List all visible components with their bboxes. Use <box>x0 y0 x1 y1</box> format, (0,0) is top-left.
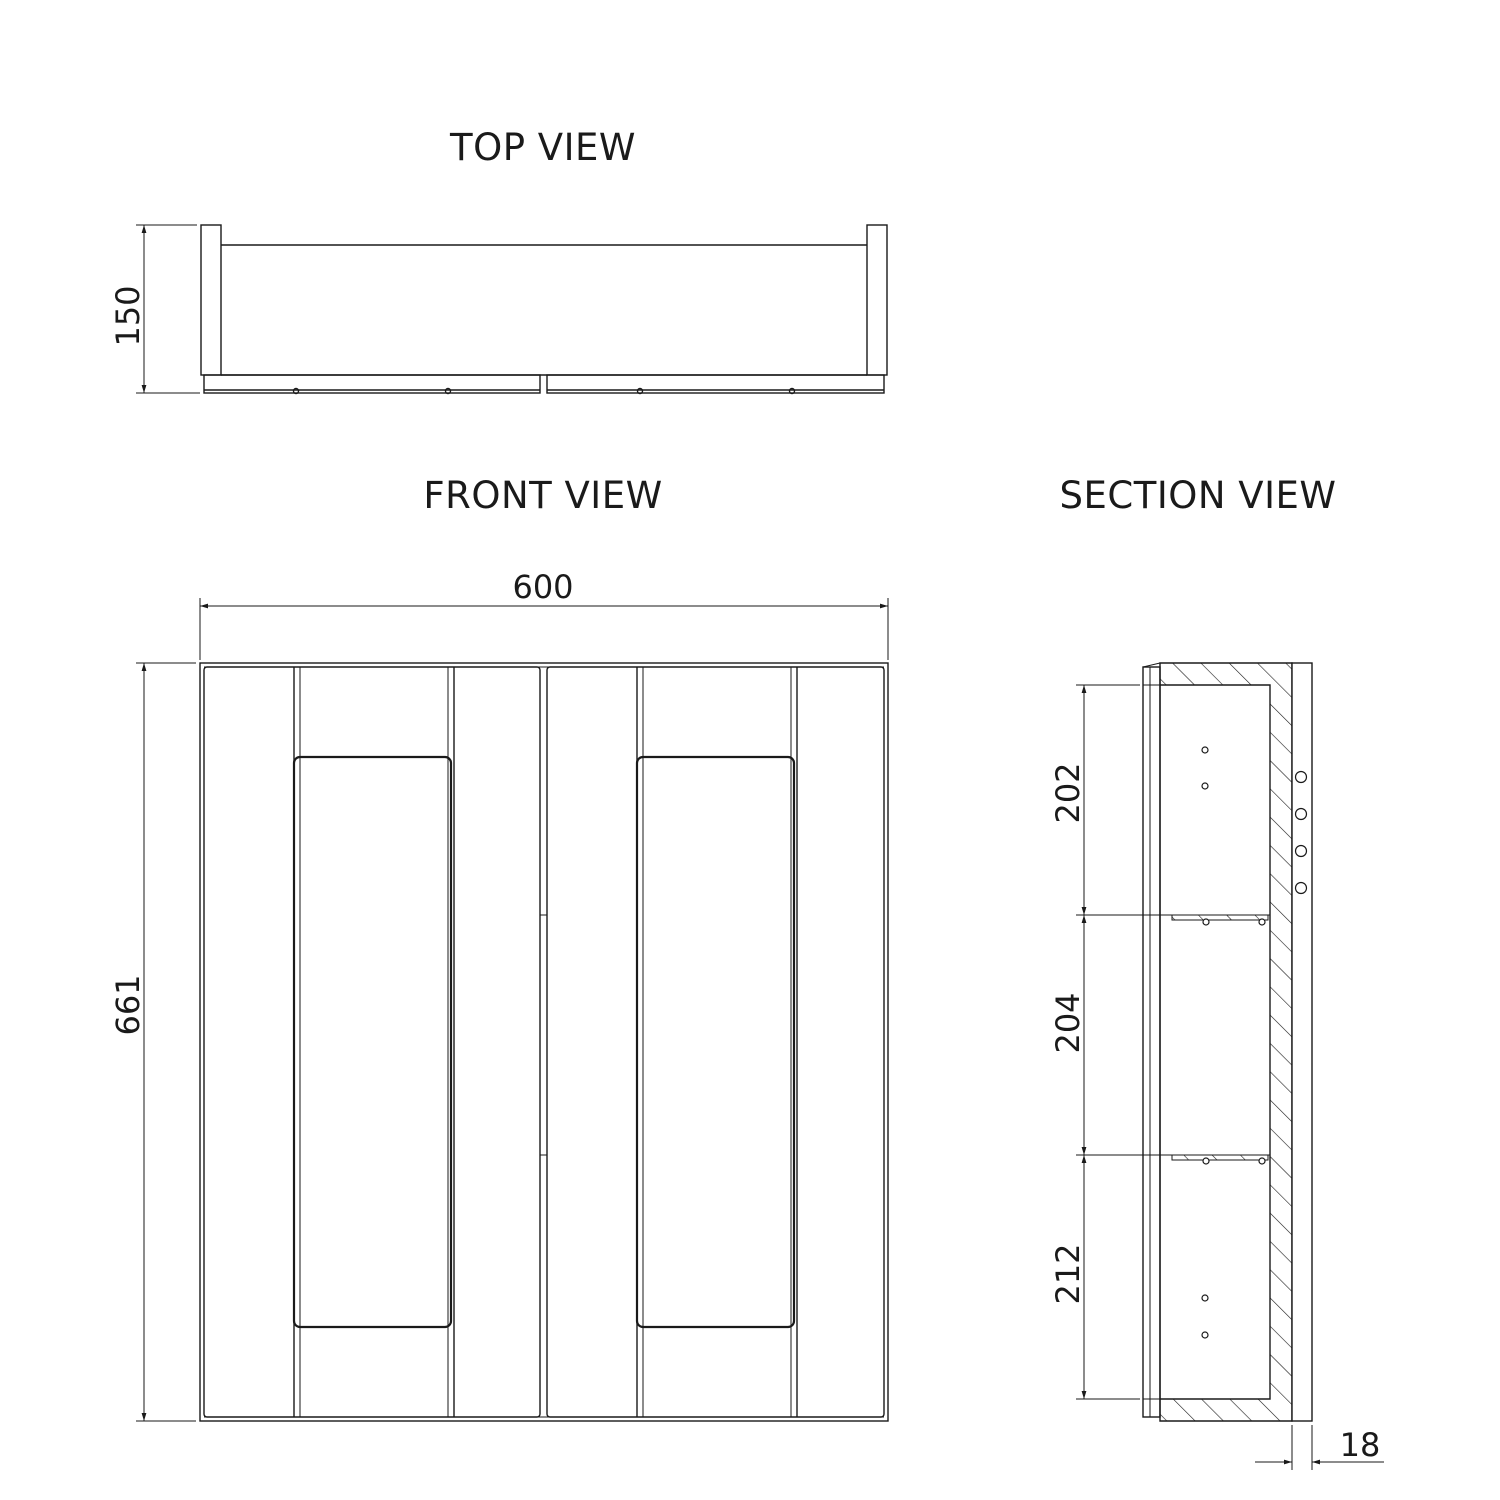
section-upper-label: 202 <box>1049 762 1087 823</box>
top-view-right-door <box>546 374 885 394</box>
top-view-title: TOP VIEW <box>449 126 636 169</box>
top-depth-dimension <box>136 224 200 394</box>
section-lower-label: 212 <box>1049 1243 1087 1304</box>
right-door-glass-panel <box>635 755 796 1329</box>
left-door-glass-panel <box>292 755 453 1329</box>
front-view-title: FRONT VIEW <box>423 474 662 517</box>
front-width-dimension <box>199 598 889 660</box>
front-view-carcass <box>199 662 889 1422</box>
left-door <box>203 666 541 1418</box>
section-view <box>1142 662 1313 1422</box>
section-shelves <box>1160 914 1270 1161</box>
top-view-right-side-panel <box>866 224 888 376</box>
section-middle-label: 204 <box>1049 992 1087 1053</box>
front-height-dimension <box>136 662 196 1422</box>
section-door-profile <box>1142 666 1161 1418</box>
front-width-label: 600 <box>512 568 573 606</box>
top-view <box>200 224 888 395</box>
section-height-dimensions <box>1076 684 1166 1400</box>
right-door <box>546 666 885 1418</box>
top-depth-label: 150 <box>109 285 147 346</box>
top-view-left-door <box>203 374 541 394</box>
section-view-title: SECTION VIEW <box>1060 474 1337 517</box>
top-view-left-side-panel <box>200 224 222 376</box>
section-hatched-carcass <box>1159 662 1293 1422</box>
section-holes <box>1201 746 1308 1339</box>
front-height-label: 661 <box>109 974 147 1035</box>
section-panel-dimension <box>1255 1425 1384 1470</box>
section-panel-label: 18 <box>1340 1426 1381 1464</box>
front-view <box>199 662 889 1422</box>
